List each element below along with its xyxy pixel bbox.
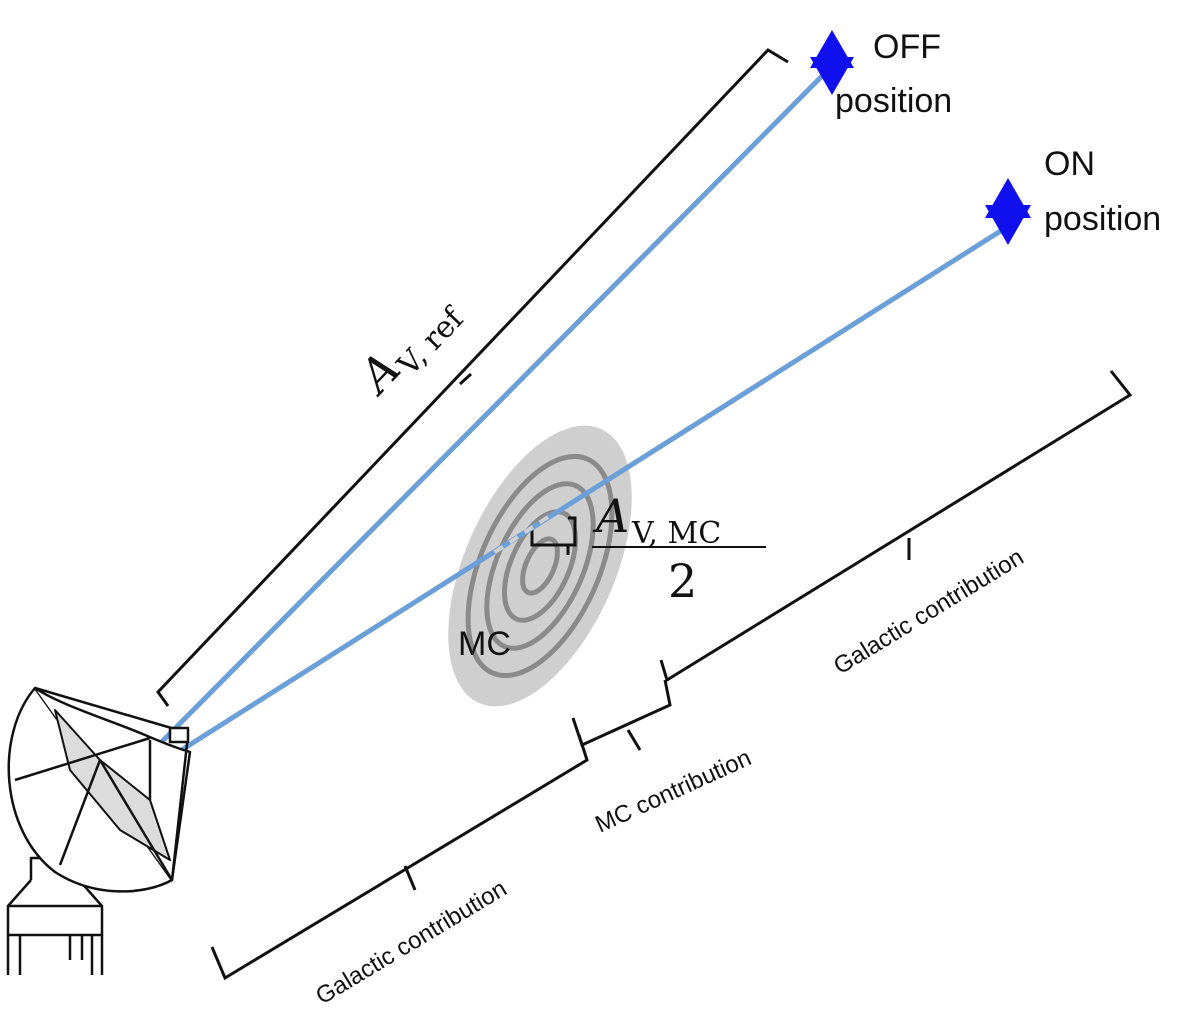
av-ref-label: A V, ref xyxy=(346,300,472,405)
off-label: OFF xyxy=(873,28,941,66)
off-position-beam xyxy=(110,73,825,794)
on-position-beam xyxy=(117,222,1013,792)
mc-contribution-label: MC contribution xyxy=(591,744,755,838)
mc-label: MC xyxy=(458,625,511,663)
galactic-contribution-near-bracket xyxy=(210,734,589,981)
on-position-label: position xyxy=(1044,200,1161,238)
on-label: ON xyxy=(1044,145,1095,183)
off-position-star-icon xyxy=(810,30,854,95)
off-position-label: position xyxy=(835,82,952,120)
galactic-contribution-near-label: Galactic contribution xyxy=(311,875,511,1010)
av-mc-subscript: V, MC xyxy=(631,516,721,551)
av-mc-bracket xyxy=(530,516,577,555)
av-mc-label: A V, MC 2 xyxy=(592,489,766,608)
av-mc-denominator: 2 xyxy=(668,554,697,608)
av-ref-bracket xyxy=(156,48,789,707)
on-beam-cloud-segment xyxy=(490,515,550,556)
radio-dish-icon xyxy=(6,686,192,975)
on-position-star-icon xyxy=(985,178,1031,245)
galactic-contribution-far-label: Galactic contribution xyxy=(829,543,1029,680)
galactic-contribution-far-bracket xyxy=(659,370,1133,683)
mc-contribution-bracket xyxy=(571,679,672,751)
av-mc-symbol: A xyxy=(592,489,629,543)
